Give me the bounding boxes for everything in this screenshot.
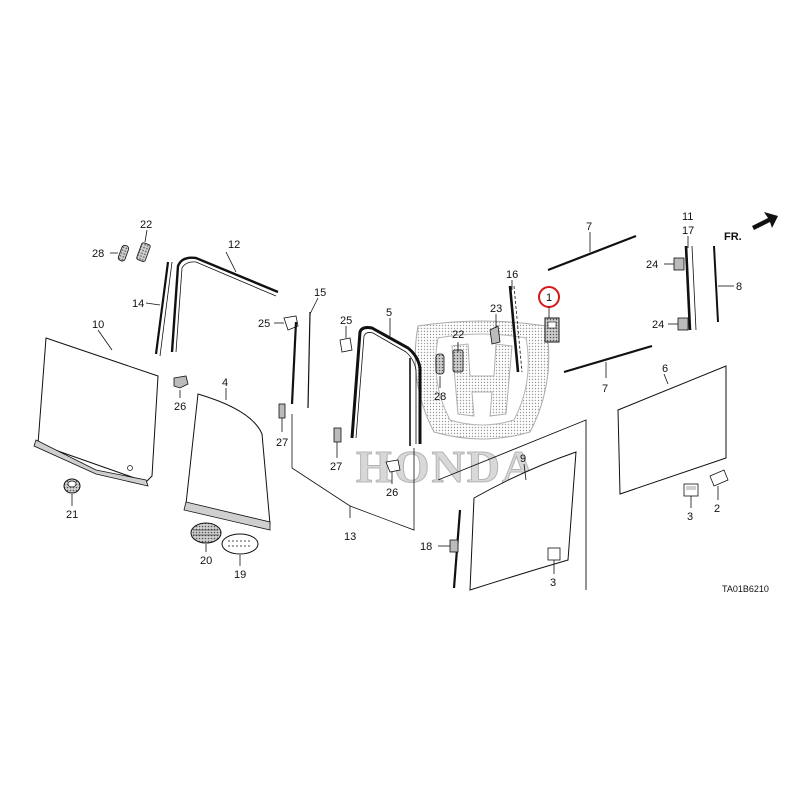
callout-2: 2 bbox=[714, 503, 720, 515]
callout-25-b: 25 bbox=[340, 315, 352, 327]
callout-28-b: 28 bbox=[434, 391, 446, 403]
part-1-regulator bbox=[544, 317, 560, 343]
diagram-code: TA01B6210 bbox=[722, 584, 769, 594]
part-25-clip-b bbox=[339, 337, 353, 353]
part-7-strip-lower bbox=[563, 344, 653, 374]
callout-20: 20 bbox=[200, 555, 212, 567]
part-24-clip-a bbox=[673, 257, 685, 271]
part-4-door-glass bbox=[183, 393, 271, 531]
callout-11: 11 bbox=[682, 211, 693, 223]
callout-13: 13 bbox=[344, 531, 356, 543]
callout-17: 17 bbox=[682, 225, 694, 237]
callout-27: 27 bbox=[276, 437, 288, 449]
callout-23: 23 bbox=[490, 303, 502, 315]
callout-21: 21 bbox=[66, 509, 78, 521]
part-13-bracket-lines bbox=[291, 414, 415, 531]
callout-15: 15 bbox=[314, 287, 326, 299]
part-20-cover bbox=[190, 522, 222, 544]
part-21-grommet bbox=[63, 478, 81, 494]
callout-22-b: 22 bbox=[452, 329, 464, 341]
callout-24: 24 bbox=[646, 259, 658, 271]
callout-labels: 28 22 12 14 10 26 21 4 20 19 25 27 15 25… bbox=[66, 211, 742, 589]
part-16-strip bbox=[508, 285, 523, 373]
callout-10: 10 bbox=[92, 319, 104, 331]
part-28-clip-b bbox=[435, 353, 445, 375]
part-24-clip-b bbox=[677, 317, 689, 331]
part-26-clip-a bbox=[173, 375, 189, 389]
part-7-strip-upper bbox=[547, 234, 637, 272]
part-27-clip-b bbox=[333, 427, 342, 443]
part-25-clip-a bbox=[283, 315, 299, 331]
part-15-strip bbox=[290, 311, 311, 409]
callout-3: 3 bbox=[687, 511, 693, 523]
callout-4: 4 bbox=[222, 377, 228, 389]
callout-24-b: 24 bbox=[652, 319, 664, 331]
callout-16: 16 bbox=[506, 269, 518, 281]
callout-18: 18 bbox=[420, 541, 432, 553]
part-10-quarter-glass bbox=[33, 337, 159, 487]
part-19-lens bbox=[221, 533, 259, 555]
callout-26: 26 bbox=[174, 401, 186, 413]
part-11-17-channel bbox=[684, 245, 697, 331]
callout-9: 9 bbox=[520, 453, 526, 465]
callout-26-b: 26 bbox=[386, 487, 398, 499]
callout-19: 19 bbox=[234, 569, 246, 581]
callout-8: 8 bbox=[736, 281, 742, 293]
callout-1: 1 bbox=[546, 292, 552, 304]
callout-6: 6 bbox=[662, 363, 668, 375]
part-3-tag-a bbox=[683, 483, 699, 497]
part-22-clip-a bbox=[136, 242, 151, 263]
callout-22: 22 bbox=[140, 219, 152, 231]
callout-14: 14 bbox=[132, 298, 144, 310]
callout-27-b: 27 bbox=[330, 461, 342, 473]
part-14-strip bbox=[154, 261, 173, 357]
callout-28: 28 bbox=[92, 248, 104, 260]
part-6-fixed-glass bbox=[617, 365, 727, 495]
callout-5: 5 bbox=[386, 307, 392, 319]
front-direction-indicator: FR. bbox=[724, 212, 778, 243]
part-22-clip-b bbox=[452, 349, 464, 373]
part-5-run-channel bbox=[350, 326, 422, 446]
part-8-strip bbox=[713, 245, 719, 323]
part-2-tag bbox=[709, 469, 729, 487]
part-28-clip-a bbox=[117, 244, 130, 262]
callout-7-b: 7 bbox=[602, 383, 608, 395]
part-23-clip bbox=[489, 325, 501, 345]
callout-12: 12 bbox=[228, 239, 240, 251]
part-12-strip bbox=[170, 256, 279, 353]
part-3-tag-b bbox=[547, 547, 561, 561]
fr-label: FR. bbox=[724, 231, 742, 243]
part-18-clip bbox=[449, 539, 459, 553]
part-26-clip-b bbox=[385, 459, 401, 473]
part-27-clip-a bbox=[278, 403, 286, 419]
callout-25: 25 bbox=[258, 318, 270, 330]
callout-3-b: 3 bbox=[550, 577, 556, 589]
callout-7: 7 bbox=[586, 221, 592, 233]
